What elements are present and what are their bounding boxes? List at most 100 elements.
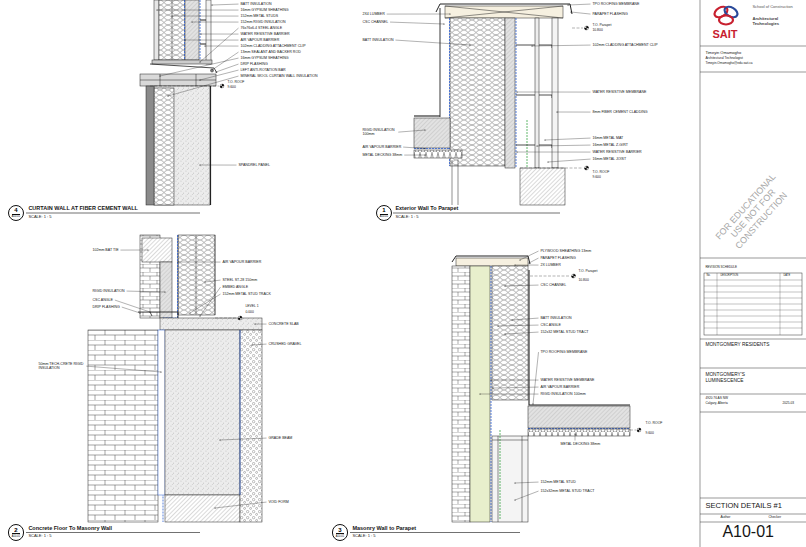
curtain-wall-detail-part bbox=[140, 74, 216, 86]
concrete-floor-masonry-detail-part bbox=[165, 495, 240, 522]
leader-line bbox=[200, 28, 239, 62]
annotation-label: BATT INSULATION bbox=[362, 38, 394, 42]
exterior-wall-parapet-detail-part bbox=[414, 118, 450, 148]
title-block-frame-part bbox=[704, 273, 802, 335]
leader-dot bbox=[516, 151, 517, 152]
sheet-reference: A10-01 bbox=[12, 534, 20, 538]
leader-dot bbox=[159, 75, 160, 76]
leader-line bbox=[157, 10, 239, 11]
leader-line bbox=[515, 491, 539, 500]
sheet-reference: A10-01 bbox=[336, 534, 344, 538]
leader-line bbox=[172, 16, 239, 17]
leader-dot bbox=[469, 44, 470, 45]
callout-number: 3 bbox=[336, 527, 343, 535]
leader-dot bbox=[251, 344, 252, 345]
concrete-floor-masonry-detail-part bbox=[160, 262, 172, 318]
scale-note: SCALE: 1 : 5 bbox=[28, 215, 52, 220]
exterior-wall-parapet-detail-part bbox=[585, 166, 589, 170]
annotation-label: METAL DECKING 38mm bbox=[362, 153, 403, 157]
leader-dot bbox=[199, 164, 200, 165]
leader-dot bbox=[189, 312, 190, 313]
masonry-wall-parapet-detail-part bbox=[637, 428, 641, 432]
leader-line bbox=[505, 285, 539, 287]
curtain-wall-detail-part bbox=[210, 86, 211, 205]
annotation-label: TPO ROOFING MEMBRANE bbox=[540, 350, 588, 354]
title-block-text: MONTGOMERY RESIDENTS bbox=[705, 342, 770, 348]
callout-number: 1 bbox=[380, 207, 387, 215]
level-label: T.O. ROOF bbox=[645, 422, 663, 426]
leader-dot bbox=[532, 403, 533, 404]
annotation-label: 152mm METAL STUDS bbox=[240, 14, 279, 18]
title-block-text: MONTGOMERY'S LUMINESCENCE bbox=[705, 372, 778, 383]
annotation-label: AIR VAPOUR BARRIER bbox=[240, 38, 280, 42]
exterior-wall-parapet-detail-part bbox=[516, 45, 552, 148]
detail-title: Masonry Wall to Parapet bbox=[352, 525, 416, 531]
leader-dot bbox=[514, 482, 515, 483]
annotation-label: GRADE BEAM bbox=[268, 436, 293, 440]
level-elevation: 0.000 bbox=[245, 311, 254, 315]
leader-line bbox=[515, 265, 539, 266]
leader-line bbox=[178, 262, 221, 263]
leader-dot bbox=[204, 45, 205, 46]
leader-dot bbox=[531, 45, 532, 46]
watermark: FOR EDUCATIONAL USE NOT FOR CONSTRUCTION bbox=[708, 166, 798, 262]
title-block-frame bbox=[700, 0, 806, 547]
annotation-label: PLYWOOD SHEATHING 13mm bbox=[540, 249, 592, 253]
curtain-wall-detail-part bbox=[152, 60, 212, 64]
leader-line bbox=[160, 58, 239, 76]
leader-dot bbox=[424, 148, 425, 149]
sheet-number: A10-01 bbox=[722, 523, 774, 541]
exterior-wall-parapet-detail-part bbox=[414, 150, 462, 158]
leader-dot bbox=[184, 39, 185, 40]
leader-dot bbox=[167, 95, 168, 96]
annotation-label: BATT INSULATION bbox=[240, 2, 272, 6]
annotation-label: CSC CHANNEL bbox=[540, 283, 567, 287]
curtain-wall-detail-part bbox=[146, 86, 154, 205]
leader-dot bbox=[199, 315, 200, 316]
curtain-wall-detail-part bbox=[154, 88, 174, 205]
leader-line bbox=[517, 152, 591, 153]
annotation-label: 152x32mm METAL STUD TRACT bbox=[540, 489, 595, 493]
title-block-text: Checker bbox=[768, 516, 781, 520]
exterior-wall-parapet-detail-part bbox=[516, 18, 517, 168]
curtain-wall-detail-part bbox=[150, 86, 219, 87]
leader-line bbox=[192, 22, 239, 23]
leader-line bbox=[505, 332, 539, 334]
leader-line bbox=[568, 4, 591, 6]
leader-dot bbox=[254, 323, 255, 324]
annotation-label: DRIP FLASHING bbox=[92, 305, 120, 309]
concrete-floor-masonry-detail-part bbox=[160, 318, 262, 330]
concrete-floor-masonry-detail-part bbox=[150, 312, 178, 318]
exterior-wall-parapet-detail-part bbox=[535, 18, 539, 168]
concrete-floor-masonry-detail-part bbox=[240, 330, 241, 495]
leader-dot bbox=[424, 129, 425, 130]
leader-dot bbox=[536, 145, 537, 146]
leader-line bbox=[548, 159, 591, 162]
title-block-frame-part bbox=[700, 258, 806, 259]
scale-note: SCALE: 1 : 5 bbox=[395, 215, 419, 220]
annotation-label: 2X4 LUMBER bbox=[362, 12, 385, 16]
leader-dot bbox=[424, 154, 425, 155]
leader-dot bbox=[514, 264, 515, 265]
masonry-wall-parapet-detail-part bbox=[456, 258, 528, 266]
exterior-wall-parapet-detail-part bbox=[505, 18, 515, 168]
title-block-text: School of Construction bbox=[752, 5, 795, 10]
leader-line bbox=[205, 280, 221, 282]
masonry-wall-parapet-detail bbox=[452, 256, 641, 522]
exterior-wall-parapet-detail-part bbox=[520, 168, 565, 205]
leader-dot bbox=[199, 61, 200, 62]
scale-note: SCALE: 1 : 5 bbox=[352, 534, 376, 539]
title-underlines-part bbox=[393, 213, 560, 214]
sait-logo bbox=[713, 5, 740, 25]
detail-callout: 3A10-01 bbox=[332, 524, 348, 540]
title-block-frame-part bbox=[700, 514, 806, 515]
title-block-frame-part bbox=[700, 394, 806, 395]
annotation-label: CSC ANGLE bbox=[540, 323, 561, 327]
curtain-wall-detail-part bbox=[154, 86, 210, 205]
concrete-floor-masonry-detail-part bbox=[88, 330, 158, 522]
leader-line bbox=[200, 287, 221, 316]
detail-title: CURTAIN WALL AT FIBER CEMENT WALL bbox=[28, 205, 138, 211]
concrete-floor-masonry-detail-part bbox=[158, 330, 165, 495]
leader-dot bbox=[139, 312, 140, 313]
annotation-label: 2X LUMBER bbox=[540, 263, 561, 267]
